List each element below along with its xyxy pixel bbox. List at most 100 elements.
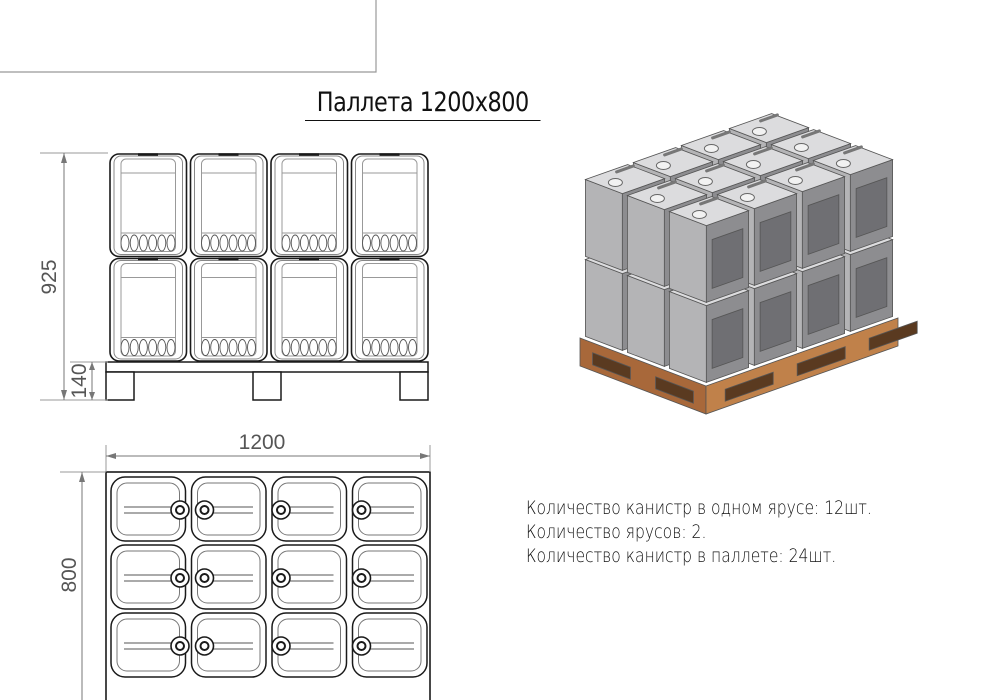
canister-inner xyxy=(113,260,183,360)
canister-rib xyxy=(362,339,371,356)
canister-front xyxy=(189,153,268,258)
canister-inner xyxy=(355,155,425,255)
front-view xyxy=(105,153,429,401)
dimension-140-label: 140 xyxy=(68,363,91,398)
canister-rib xyxy=(318,339,328,356)
canister-rib xyxy=(210,234,220,252)
canister-rib xyxy=(380,339,390,356)
canister-cap xyxy=(739,193,755,202)
canister-panel xyxy=(120,158,176,252)
isometric-view xyxy=(579,113,918,415)
canister-top xyxy=(770,129,852,160)
canister-rib xyxy=(389,339,399,356)
canister-cap xyxy=(697,177,713,186)
canister-front xyxy=(350,257,429,362)
canister-front xyxy=(270,153,349,258)
canister-side xyxy=(585,258,623,352)
canister-top xyxy=(190,544,267,610)
dimension-925-label: 925 xyxy=(38,259,61,294)
canister-cap xyxy=(607,178,623,187)
canister-front xyxy=(189,257,268,362)
canister-rib xyxy=(290,234,300,252)
canister-top xyxy=(674,163,756,194)
pallet-gap xyxy=(592,352,631,380)
pallet-gap xyxy=(868,320,918,351)
canister-cap-inner xyxy=(199,641,210,651)
canister-front xyxy=(270,257,349,362)
canister-rib xyxy=(247,234,256,252)
canister-handle xyxy=(615,164,635,174)
canister-rib xyxy=(247,339,256,356)
pallet-gap xyxy=(724,371,774,402)
canister-label-panel xyxy=(711,308,744,369)
canister-rib xyxy=(138,234,148,252)
canister-side xyxy=(627,274,665,368)
canister-rib xyxy=(371,234,381,252)
canister-label-panel xyxy=(807,274,840,335)
canister-cap-inner xyxy=(356,573,367,583)
canister-rib xyxy=(299,234,309,252)
canister-side xyxy=(669,210,707,304)
canister-rib xyxy=(166,339,176,356)
pallet-block xyxy=(399,371,429,401)
canister-handle xyxy=(711,130,731,140)
page-title: Паллета 1200x800 xyxy=(305,86,541,121)
canister-rib xyxy=(362,234,371,252)
canister-cap-inner xyxy=(356,505,367,515)
canister-handle xyxy=(753,146,773,156)
canister-top xyxy=(351,476,428,542)
canister-cap xyxy=(793,143,809,152)
canister-rib xyxy=(309,234,319,252)
dimension-1200: 1200 xyxy=(105,431,431,472)
canister-top xyxy=(812,145,894,176)
canister-rib xyxy=(318,234,328,252)
canister-panel xyxy=(281,263,337,357)
canister-cap xyxy=(835,159,851,168)
canister-cap xyxy=(751,127,767,136)
canister-rib xyxy=(228,339,238,356)
canister-cap-inner xyxy=(175,573,185,583)
title-block-frame xyxy=(0,0,377,73)
canister-cap xyxy=(691,210,707,219)
pallet-gap xyxy=(796,346,846,377)
canister-side xyxy=(585,178,623,272)
canister-top xyxy=(584,164,666,195)
canister-inner xyxy=(194,260,264,360)
canister-front xyxy=(350,153,429,258)
canister-rib xyxy=(380,234,390,252)
pallet-block xyxy=(252,371,282,401)
canister-top xyxy=(190,612,267,678)
canister-cap xyxy=(745,160,761,169)
info-cans-per-tier: Количество канистр в одном ярусе: 12шт. xyxy=(526,497,872,519)
canister-label-panel xyxy=(759,291,792,352)
canister-rib xyxy=(408,339,417,356)
canister-panel xyxy=(201,263,257,357)
canister-handle xyxy=(843,145,863,155)
canister-rib xyxy=(129,339,139,356)
info-cans-per-pallet: Количество канистр в паллете: 24шт. xyxy=(526,545,837,567)
canister-handle xyxy=(699,196,719,206)
canister-rib xyxy=(219,234,229,252)
canister-rib xyxy=(290,339,300,356)
canister-top-outline xyxy=(190,544,267,610)
canister-rib xyxy=(148,339,158,356)
canister-top xyxy=(632,147,714,178)
canister-inner xyxy=(194,155,264,255)
canister-rib xyxy=(309,339,319,356)
canister-top xyxy=(680,130,762,161)
canister-top xyxy=(716,179,798,210)
canister-label-panel xyxy=(711,228,744,289)
canister-top xyxy=(351,544,428,610)
canister-top xyxy=(271,544,348,610)
canister-rib xyxy=(281,234,291,252)
canister-label-panel xyxy=(807,194,840,255)
canister-top xyxy=(764,162,846,193)
canister-rib xyxy=(120,234,130,252)
pallet-deck xyxy=(105,361,429,373)
canister-cap xyxy=(649,194,665,203)
canister-top xyxy=(190,476,267,542)
canister-top xyxy=(271,476,348,542)
canister-handle xyxy=(759,113,779,123)
canister-side xyxy=(627,194,665,288)
